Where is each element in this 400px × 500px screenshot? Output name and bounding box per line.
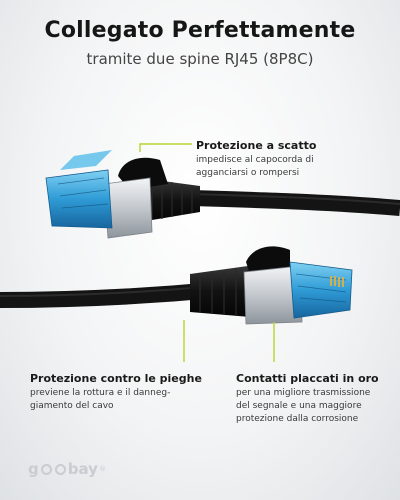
logo-ring-icon [40,463,52,475]
callout-title: Protezione a scatto [196,139,317,152]
logo-ring-icon [54,463,66,475]
callout-snap-protection: Protezione a scatto impedisce al capocor… [196,139,316,180]
lower-connector [0,246,353,325]
registered-mark: ® [98,465,106,473]
callout-bend-protection: Protezione contro le pieghe previene la … [30,372,202,413]
upper-metal-shield [103,177,153,239]
upper-plug-body [45,169,113,229]
callout-gold-contacts: Contatti placcati in oro per una miglior… [236,372,379,426]
callout-title: Protezione contro le pieghe [30,372,202,385]
brand-name-end: bay [67,460,98,478]
callout-lines [139,143,275,362]
callout-text: previene la rottura e il danneg- giament… [30,388,171,411]
lower-metal-shield [243,265,303,325]
brand-logo: g bay ® [28,460,106,478]
clip-leader-line [139,143,192,152]
page-title: Collegato Perfettamente [44,18,356,43]
callout-title: Contatti placcati in oro [236,372,379,385]
upper-cable [189,190,400,216]
brand-name-start: g [28,460,39,478]
gold-contacts [330,276,344,287]
upper-boot [140,178,200,222]
callout-text: impedisce al capocorda di agganciarsi o … [196,155,314,178]
callout-text: per una migliore trasmissione del segnal… [236,388,371,424]
upper-connector [45,150,400,239]
page-subtitle: tramite due spine RJ45 (8P8C) [86,50,314,68]
lower-plug-body [289,261,353,319]
